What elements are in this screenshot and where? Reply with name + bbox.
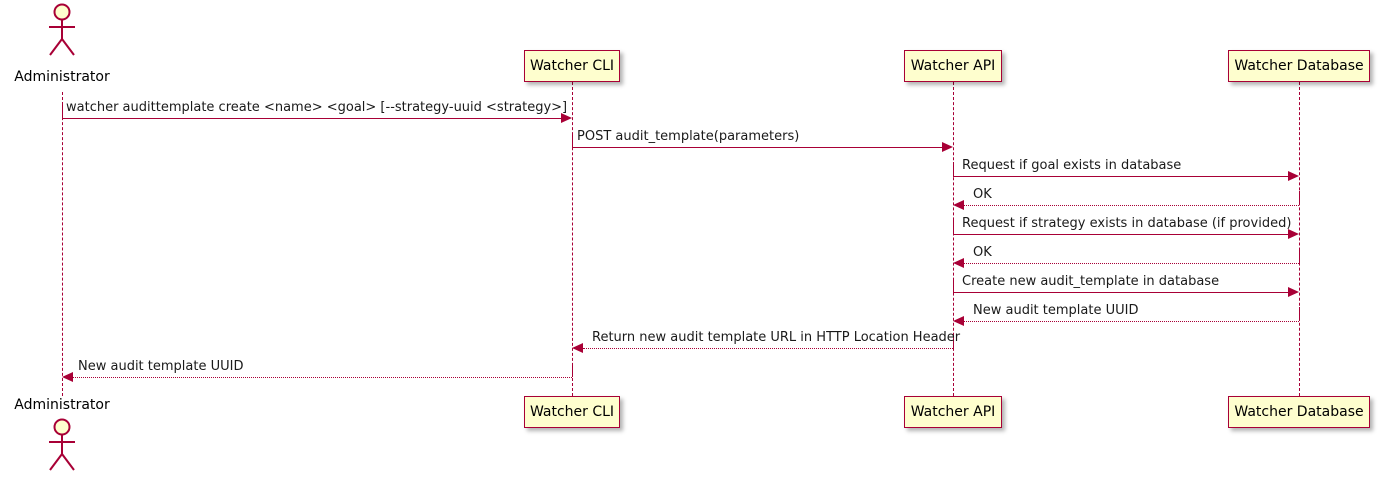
message-arrowhead-7 — [1288, 287, 1299, 297]
message-stub-5 — [953, 220, 954, 234]
stick-figure-icon — [49, 3, 75, 56]
message-stub-6 — [1299, 249, 1300, 263]
message-label-7: Create new audit_template in database — [962, 274, 1220, 289]
message-line-7 — [953, 292, 1294, 293]
message-line-10 — [73, 377, 572, 378]
lifeline-administrator — [62, 92, 63, 396]
message-line-9 — [583, 348, 953, 349]
message-label-1: watcher audittemplate create <name> <goa… — [66, 100, 568, 115]
message-line-2 — [572, 147, 948, 148]
message-arrowhead-6 — [953, 258, 964, 268]
message-label-8: New audit template UUID — [973, 303, 1139, 318]
message-line-1 — [62, 118, 567, 119]
message-stub-7 — [953, 278, 954, 292]
message-arrowhead-1 — [561, 113, 572, 123]
participant-box-watcher-cli-top[interactable]: Watcher CLI — [524, 50, 620, 82]
stick-figure-icon — [49, 418, 75, 471]
participant-box-watcher-api-top[interactable]: Watcher API — [904, 50, 1002, 82]
message-label-9: Return new audit template URL in HTTP Lo… — [592, 330, 961, 345]
message-stub-4 — [1299, 191, 1300, 205]
message-stub-2 — [572, 133, 573, 147]
message-label-3: Request if goal exists in database — [962, 158, 1182, 173]
actor-administrator-bottom — [41, 418, 83, 474]
message-arrowhead-2 — [942, 142, 953, 152]
participant-box-watcher-database-bottom[interactable]: Watcher Database — [1228, 396, 1370, 428]
message-arrowhead-5 — [1288, 229, 1299, 239]
message-stub-8 — [1299, 307, 1300, 321]
actor-administrator-top — [41, 3, 83, 59]
message-arrowhead-8 — [953, 316, 964, 326]
message-arrowhead-3 — [1288, 171, 1299, 181]
lifeline-watcher-database — [1299, 82, 1300, 396]
message-line-8 — [964, 321, 1299, 322]
message-line-3 — [953, 176, 1294, 177]
message-label-2: POST audit_template(parameters) — [577, 129, 800, 144]
participant-box-watcher-cli-bottom[interactable]: Watcher CLI — [524, 396, 620, 428]
message-arrowhead-9 — [572, 343, 583, 353]
participant-box-watcher-database-top[interactable]: Watcher Database — [1228, 50, 1370, 82]
message-line-6 — [964, 263, 1299, 264]
message-label-4: OK — [973, 187, 992, 202]
actor-label-administrator-top: Administrator — [14, 69, 110, 85]
participant-box-watcher-api-bottom[interactable]: Watcher API — [904, 396, 1002, 428]
lifeline-watcher-cli — [572, 82, 573, 396]
message-label-6: OK — [973, 245, 992, 260]
message-stub-9 — [953, 334, 954, 348]
message-stub-1 — [62, 104, 63, 118]
lifeline-watcher-api — [953, 82, 954, 396]
message-label-5: Request if strategy exists in database (… — [962, 216, 1292, 231]
message-label-10: New audit template UUID — [78, 359, 244, 374]
message-stub-10 — [572, 363, 573, 377]
message-line-5 — [953, 234, 1294, 235]
message-stub-3 — [953, 162, 954, 176]
message-arrowhead-10 — [62, 372, 73, 382]
message-line-4 — [964, 205, 1299, 206]
actor-label-administrator-bottom: Administrator — [14, 397, 110, 413]
message-arrowhead-4 — [953, 200, 964, 210]
